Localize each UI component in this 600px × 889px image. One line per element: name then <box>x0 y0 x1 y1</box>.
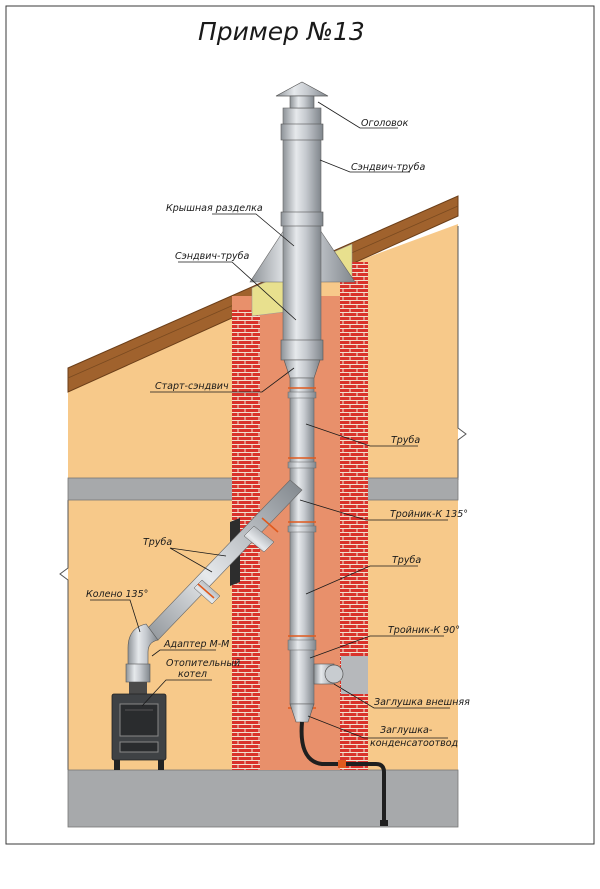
label-tee-90: Тройник-К 90° <box>388 625 460 636</box>
start-sandwich <box>283 359 321 379</box>
boiler <box>111 693 167 770</box>
label-boiler-line1: Отопительный <box>166 658 240 669</box>
adapter <box>125 663 151 683</box>
label-pipe-2: Труба <box>392 555 421 566</box>
label-elbow-135: Колено 135° <box>86 589 148 600</box>
label-start-sandwich: Старт-сэндвич <box>155 381 229 392</box>
page-title: Пример №13 <box>198 17 365 46</box>
page-frame <box>5 5 595 845</box>
label-adapter: Адаптер М-М <box>163 639 229 650</box>
external-cap <box>324 664 344 684</box>
label-roof-cut: Крышная разделка <box>166 203 263 214</box>
condensate-trap <box>289 703 315 723</box>
label-condensate-line2: конденсатоотвод <box>370 738 459 749</box>
ground-slab <box>67 769 459 828</box>
vertical-pipe <box>289 377 315 705</box>
label-sandwich-pipe-top: Сэндвич-труба <box>351 162 425 173</box>
elbow-135 <box>127 623 159 669</box>
sandwich-pipe <box>282 107 322 359</box>
cleanout-opening <box>341 656 368 694</box>
wall-break-right <box>457 226 467 480</box>
leader-lines <box>90 101 450 739</box>
label-tee-135: Тройник-К 135° <box>390 509 468 520</box>
wall-break-left <box>59 500 69 770</box>
label-pipe-left: Труба <box>143 537 172 548</box>
condensate-hose <box>299 721 386 824</box>
label-external-cap: Заглушка внешняя <box>374 697 470 708</box>
label-condensate-line1: Заглушка- <box>380 725 433 736</box>
chimney-cap <box>275 81 329 97</box>
label-boiler-line2: котел <box>178 669 207 680</box>
label-pipe-1: Труба <box>391 435 420 446</box>
label-sandwich-pipe-left: Сэндвич-труба <box>175 251 249 262</box>
label-ogolovok: Оголовок <box>361 118 409 129</box>
